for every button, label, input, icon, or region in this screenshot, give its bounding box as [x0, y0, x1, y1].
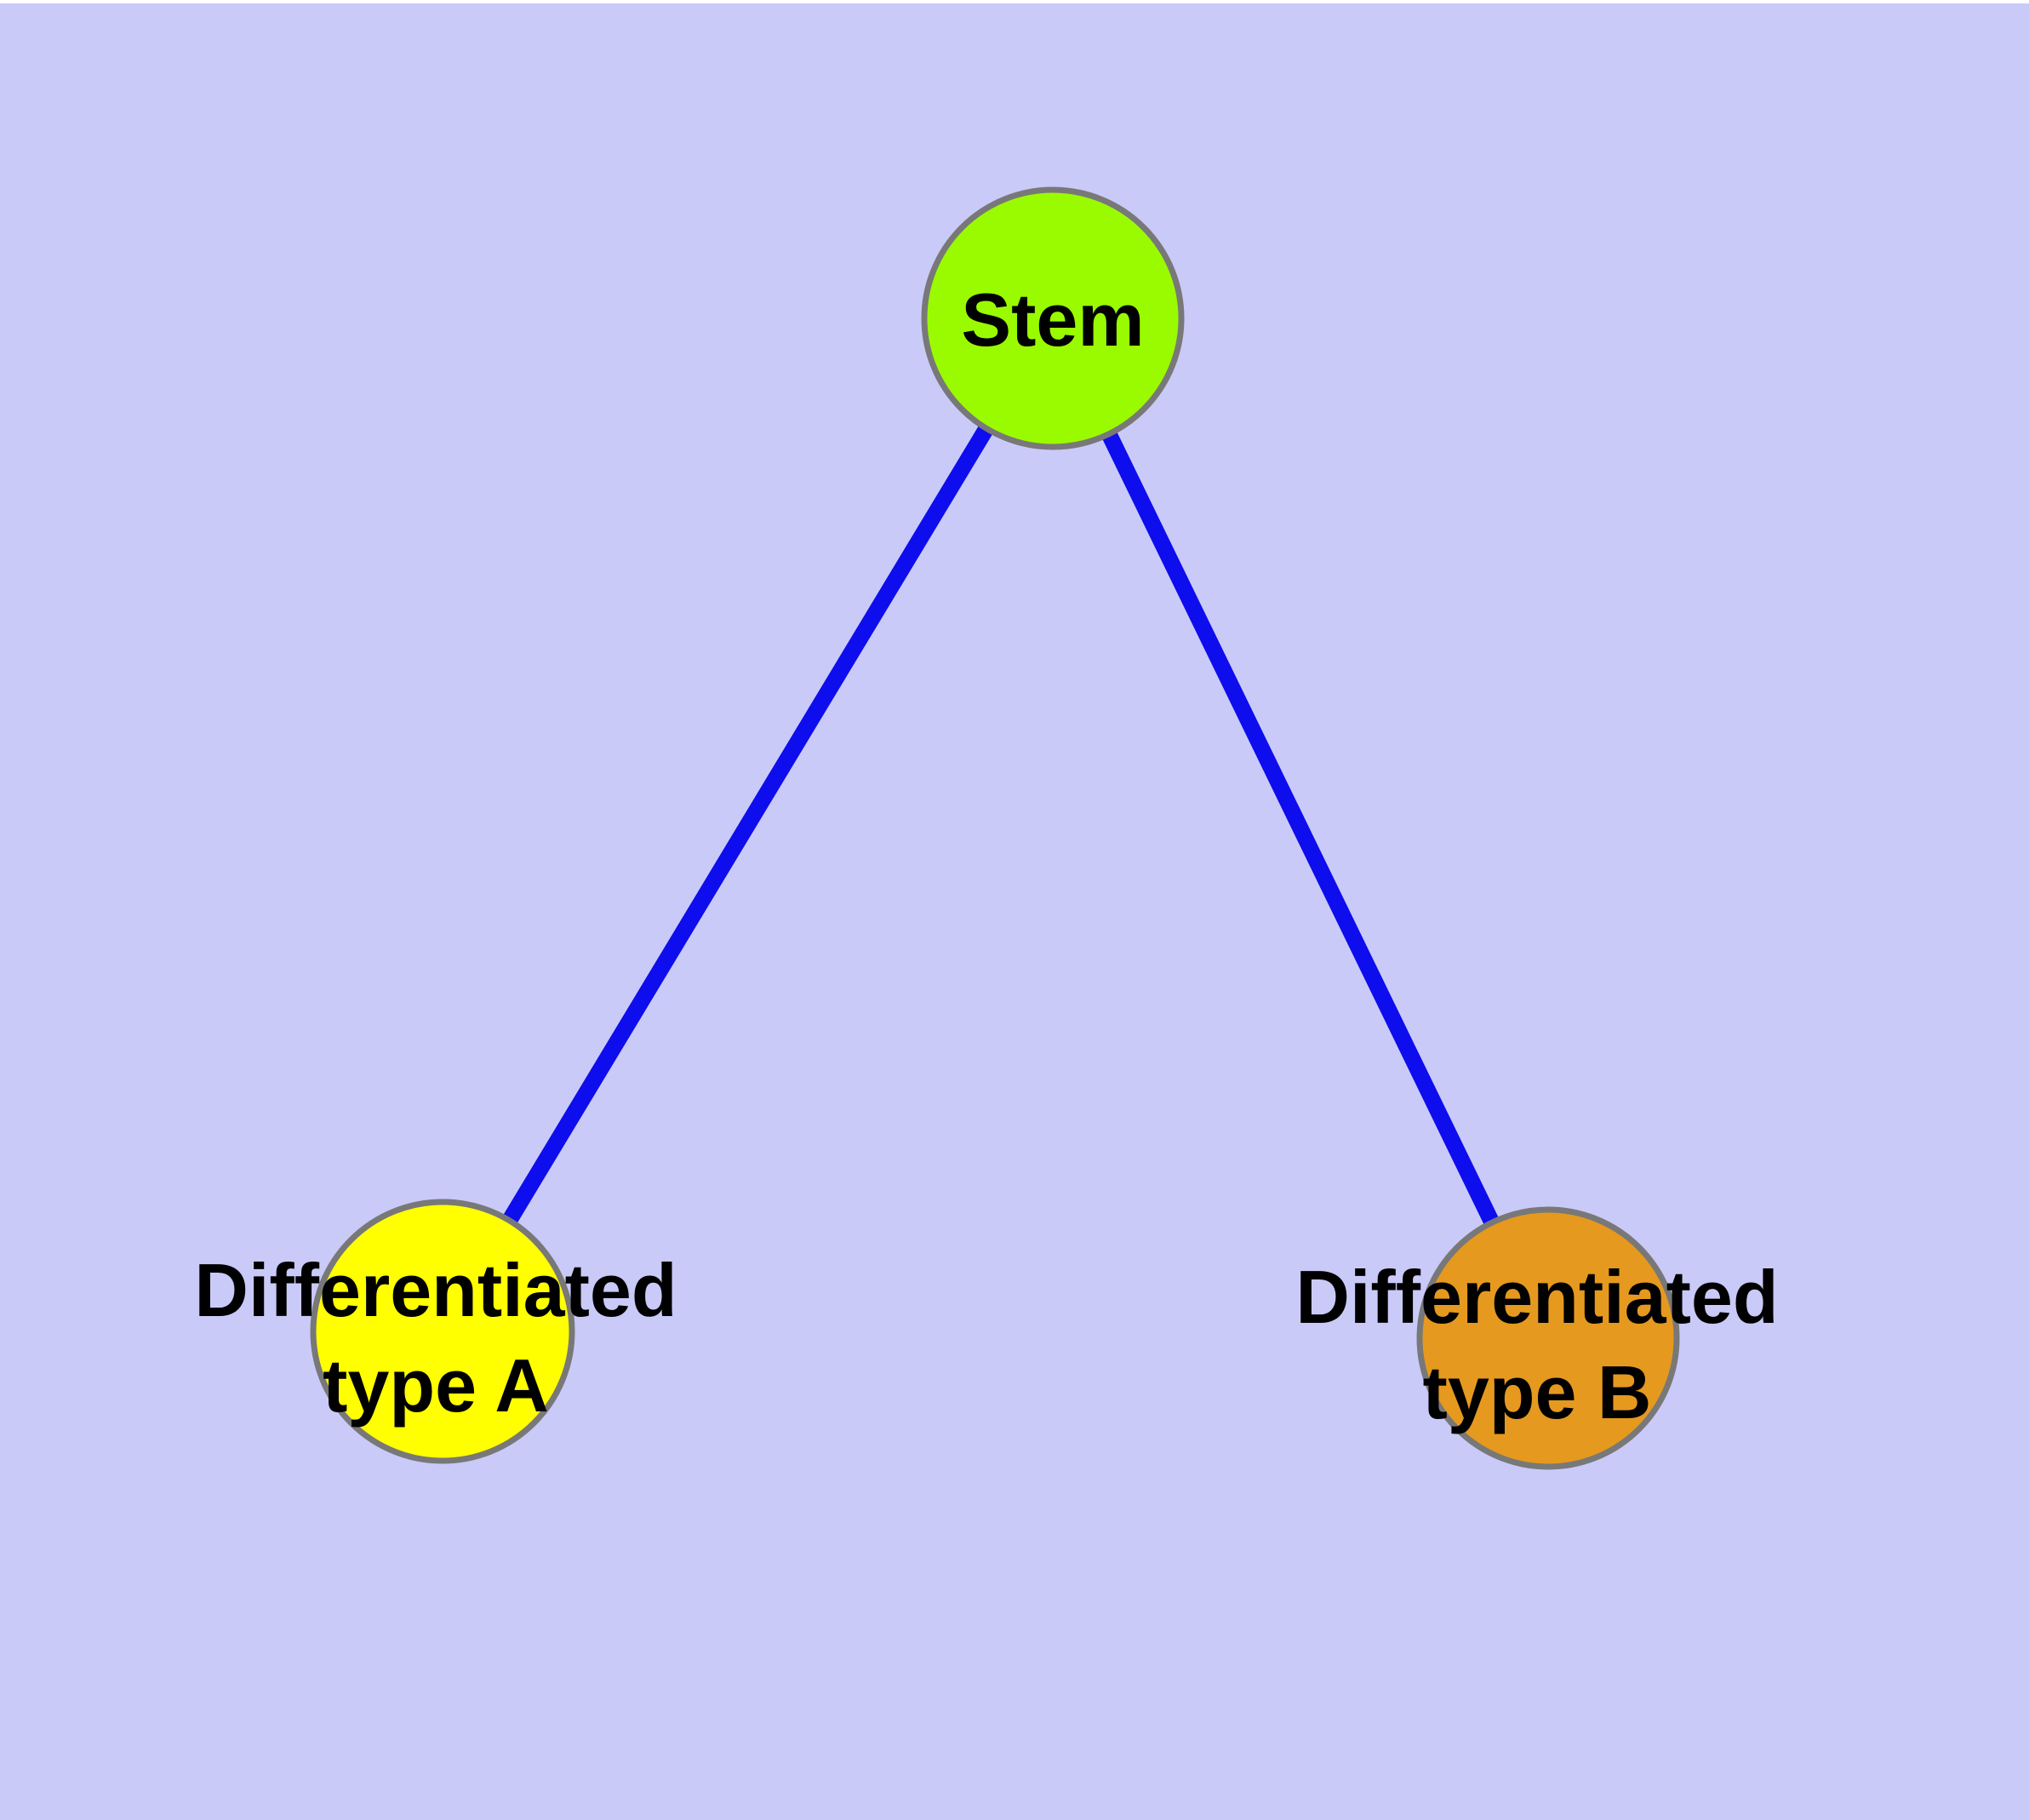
node-stem-circle: [921, 186, 1185, 450]
node-differentiated-type-b-circle: [1416, 1206, 1680, 1470]
edge-stem-to-type-b: [1045, 314, 1556, 1342]
edge-stem-to-type-a: [435, 314, 1060, 1336]
top-edge-strip: [0, 0, 2029, 3]
node-differentiated-type-a-label-line1: Differentiated: [194, 1248, 677, 1332]
node-differentiated-type-a-circle: [310, 1199, 575, 1464]
node-differentiated-type-a-label-line2: type A: [323, 1343, 549, 1428]
node-stem-label: Stem: [961, 278, 1144, 362]
node-differentiated-type-b-label-line1: Differentiated: [1295, 1255, 1778, 1339]
node-differentiated-type-b-label-line2: type B: [1423, 1350, 1652, 1434]
